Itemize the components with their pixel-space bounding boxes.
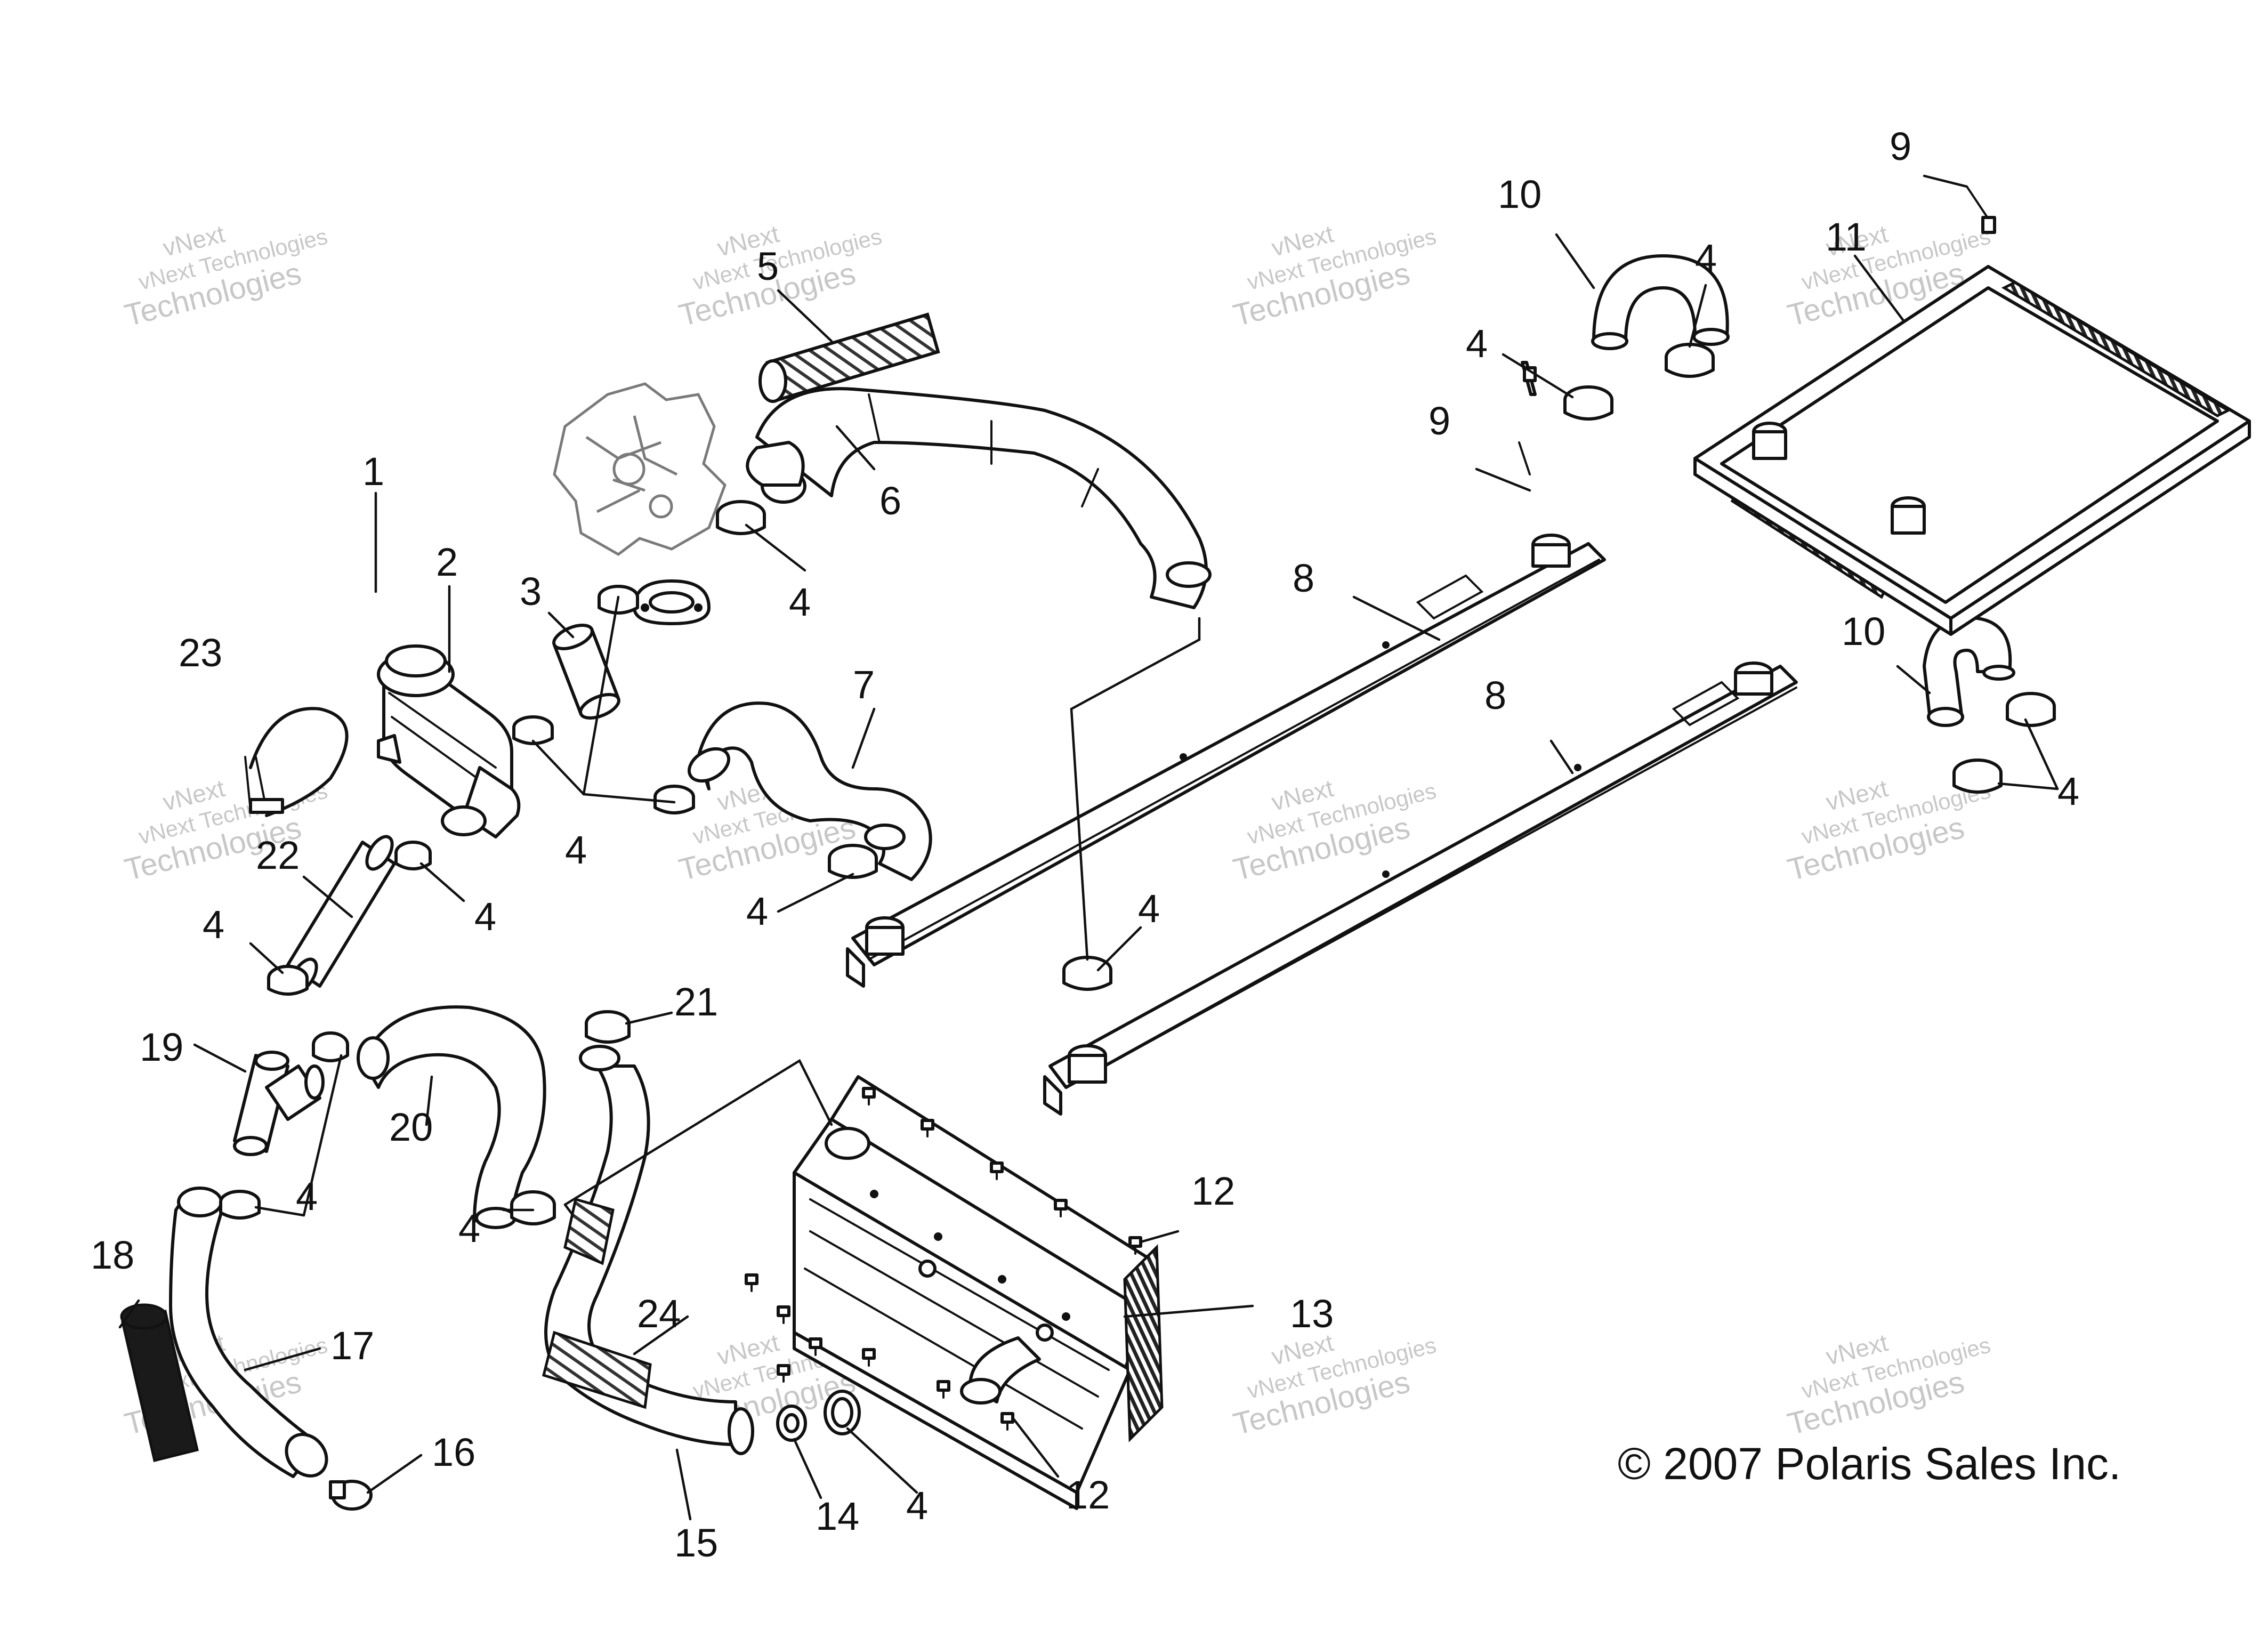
clamp	[653, 785, 695, 814]
callout-2: 2	[436, 540, 458, 584]
watermark: vNext vNext Technologies Technologies	[1230, 220, 1439, 333]
callout-11: 11	[1826, 215, 1867, 259]
callout-23: 23	[179, 631, 222, 675]
part-14-plug	[776, 1405, 807, 1442]
callout-4: 4	[1466, 321, 1488, 366]
clamp	[394, 841, 432, 870]
clamp	[1563, 385, 1613, 421]
part-16-clamp	[329, 1480, 373, 1511]
callout-labels: 1 2 3 4 5 6 4 7 4 4 8 8 9 9 10 4 4 11 10…	[91, 124, 2079, 1565]
part-5-foam-sleeve	[758, 312, 940, 403]
watermark: vNext vNext Technologies Technologies	[1784, 1328, 1993, 1442]
part-7-elbow-hose	[688, 701, 932, 881]
part-21-clamp	[585, 1010, 631, 1044]
watermark: vNext vNext Technologies Technologies	[121, 220, 330, 333]
part-20-bent-hose	[357, 1005, 546, 1229]
callout-16: 16	[432, 1430, 475, 1474]
clamps-part-4	[219, 343, 2056, 1435]
callout-15: 15	[674, 1521, 718, 1565]
callout-4: 4	[565, 828, 587, 872]
part-13-heat-exchanger	[793, 1075, 1164, 1510]
clamp	[512, 715, 554, 745]
clamp	[219, 1190, 261, 1220]
callout-9: 9	[1890, 124, 1911, 168]
leader-lines	[118, 174, 2059, 1521]
part-24-corrugated-hose	[542, 1045, 754, 1455]
engine-reference-icon	[553, 382, 727, 556]
clamp	[312, 1031, 349, 1062]
clamp	[716, 500, 766, 535]
callout-20: 20	[389, 1105, 433, 1149]
callout-10: 10	[1842, 609, 1885, 653]
part-10-u-hose-upper	[1591, 254, 1730, 350]
part-9-bolt-upper	[1966, 185, 1996, 234]
part-6-long-hose	[746, 387, 1212, 609]
callout-13: 13	[1290, 1292, 1334, 1336]
callout-14: 14	[816, 1494, 859, 1538]
clamp	[828, 844, 878, 879]
callout-4: 4	[2057, 769, 2079, 813]
copyright-text: © 2007 Polaris Sales Inc.	[1618, 1439, 2121, 1489]
callout-4: 4	[906, 1483, 928, 1528]
callout-12: 12	[1191, 1169, 1235, 1213]
callout-4: 4	[203, 902, 224, 947]
part-18-sleeve	[120, 1303, 199, 1463]
callout-4: 4	[789, 580, 811, 624]
part-23-tank-strap	[244, 707, 349, 817]
callout-17: 17	[330, 1324, 374, 1368]
clamp	[2006, 692, 2056, 727]
callout-22: 22	[256, 833, 300, 877]
callout-10: 10	[1498, 172, 1541, 216]
clamp	[824, 1390, 861, 1435]
callout-19: 19	[140, 1025, 183, 1069]
callout-24: 24	[637, 1292, 681, 1336]
clamp	[1062, 956, 1112, 991]
part-17-lower-hose	[169, 1187, 328, 1478]
clamp	[510, 1190, 556, 1225]
callout-4: 4	[458, 1206, 480, 1250]
callout-4: 4	[1695, 236, 1717, 280]
part-9-bolt-middle	[1518, 361, 1537, 475]
callout-8: 8	[1293, 556, 1314, 600]
clamp	[267, 965, 309, 996]
clamp	[1665, 343, 1715, 378]
callout-6: 6	[879, 479, 901, 523]
part-11-radiator	[1693, 265, 2251, 636]
callout-1: 1	[362, 449, 384, 494]
part-8-lower-cooler-tube	[1043, 661, 1798, 1116]
callout-8: 8	[1484, 673, 1506, 717]
callout-18: 18	[91, 1233, 134, 1277]
callout-4: 4	[1138, 886, 1160, 931]
callout-9: 9	[1428, 399, 1450, 443]
callout-21: 21	[674, 980, 718, 1024]
callout-4: 4	[746, 889, 768, 933]
callout-12: 12	[1066, 1473, 1110, 1517]
part-1-radiator-cap	[633, 579, 711, 625]
part-19-y-fitting	[233, 1051, 325, 1156]
callout-4: 4	[296, 1174, 318, 1219]
part-8-upper-cooler-tube	[846, 534, 1606, 988]
callout-7: 7	[853, 663, 875, 707]
callout-5: 5	[757, 244, 779, 288]
part-2-filler-neck-tank	[377, 644, 521, 838]
part-10-u-hose-lower	[1923, 616, 2015, 727]
part-12-screws	[745, 1087, 1142, 1431]
callout-4: 4	[474, 894, 496, 939]
callout-3: 3	[520, 569, 542, 614]
clamp	[1952, 759, 2003, 794]
